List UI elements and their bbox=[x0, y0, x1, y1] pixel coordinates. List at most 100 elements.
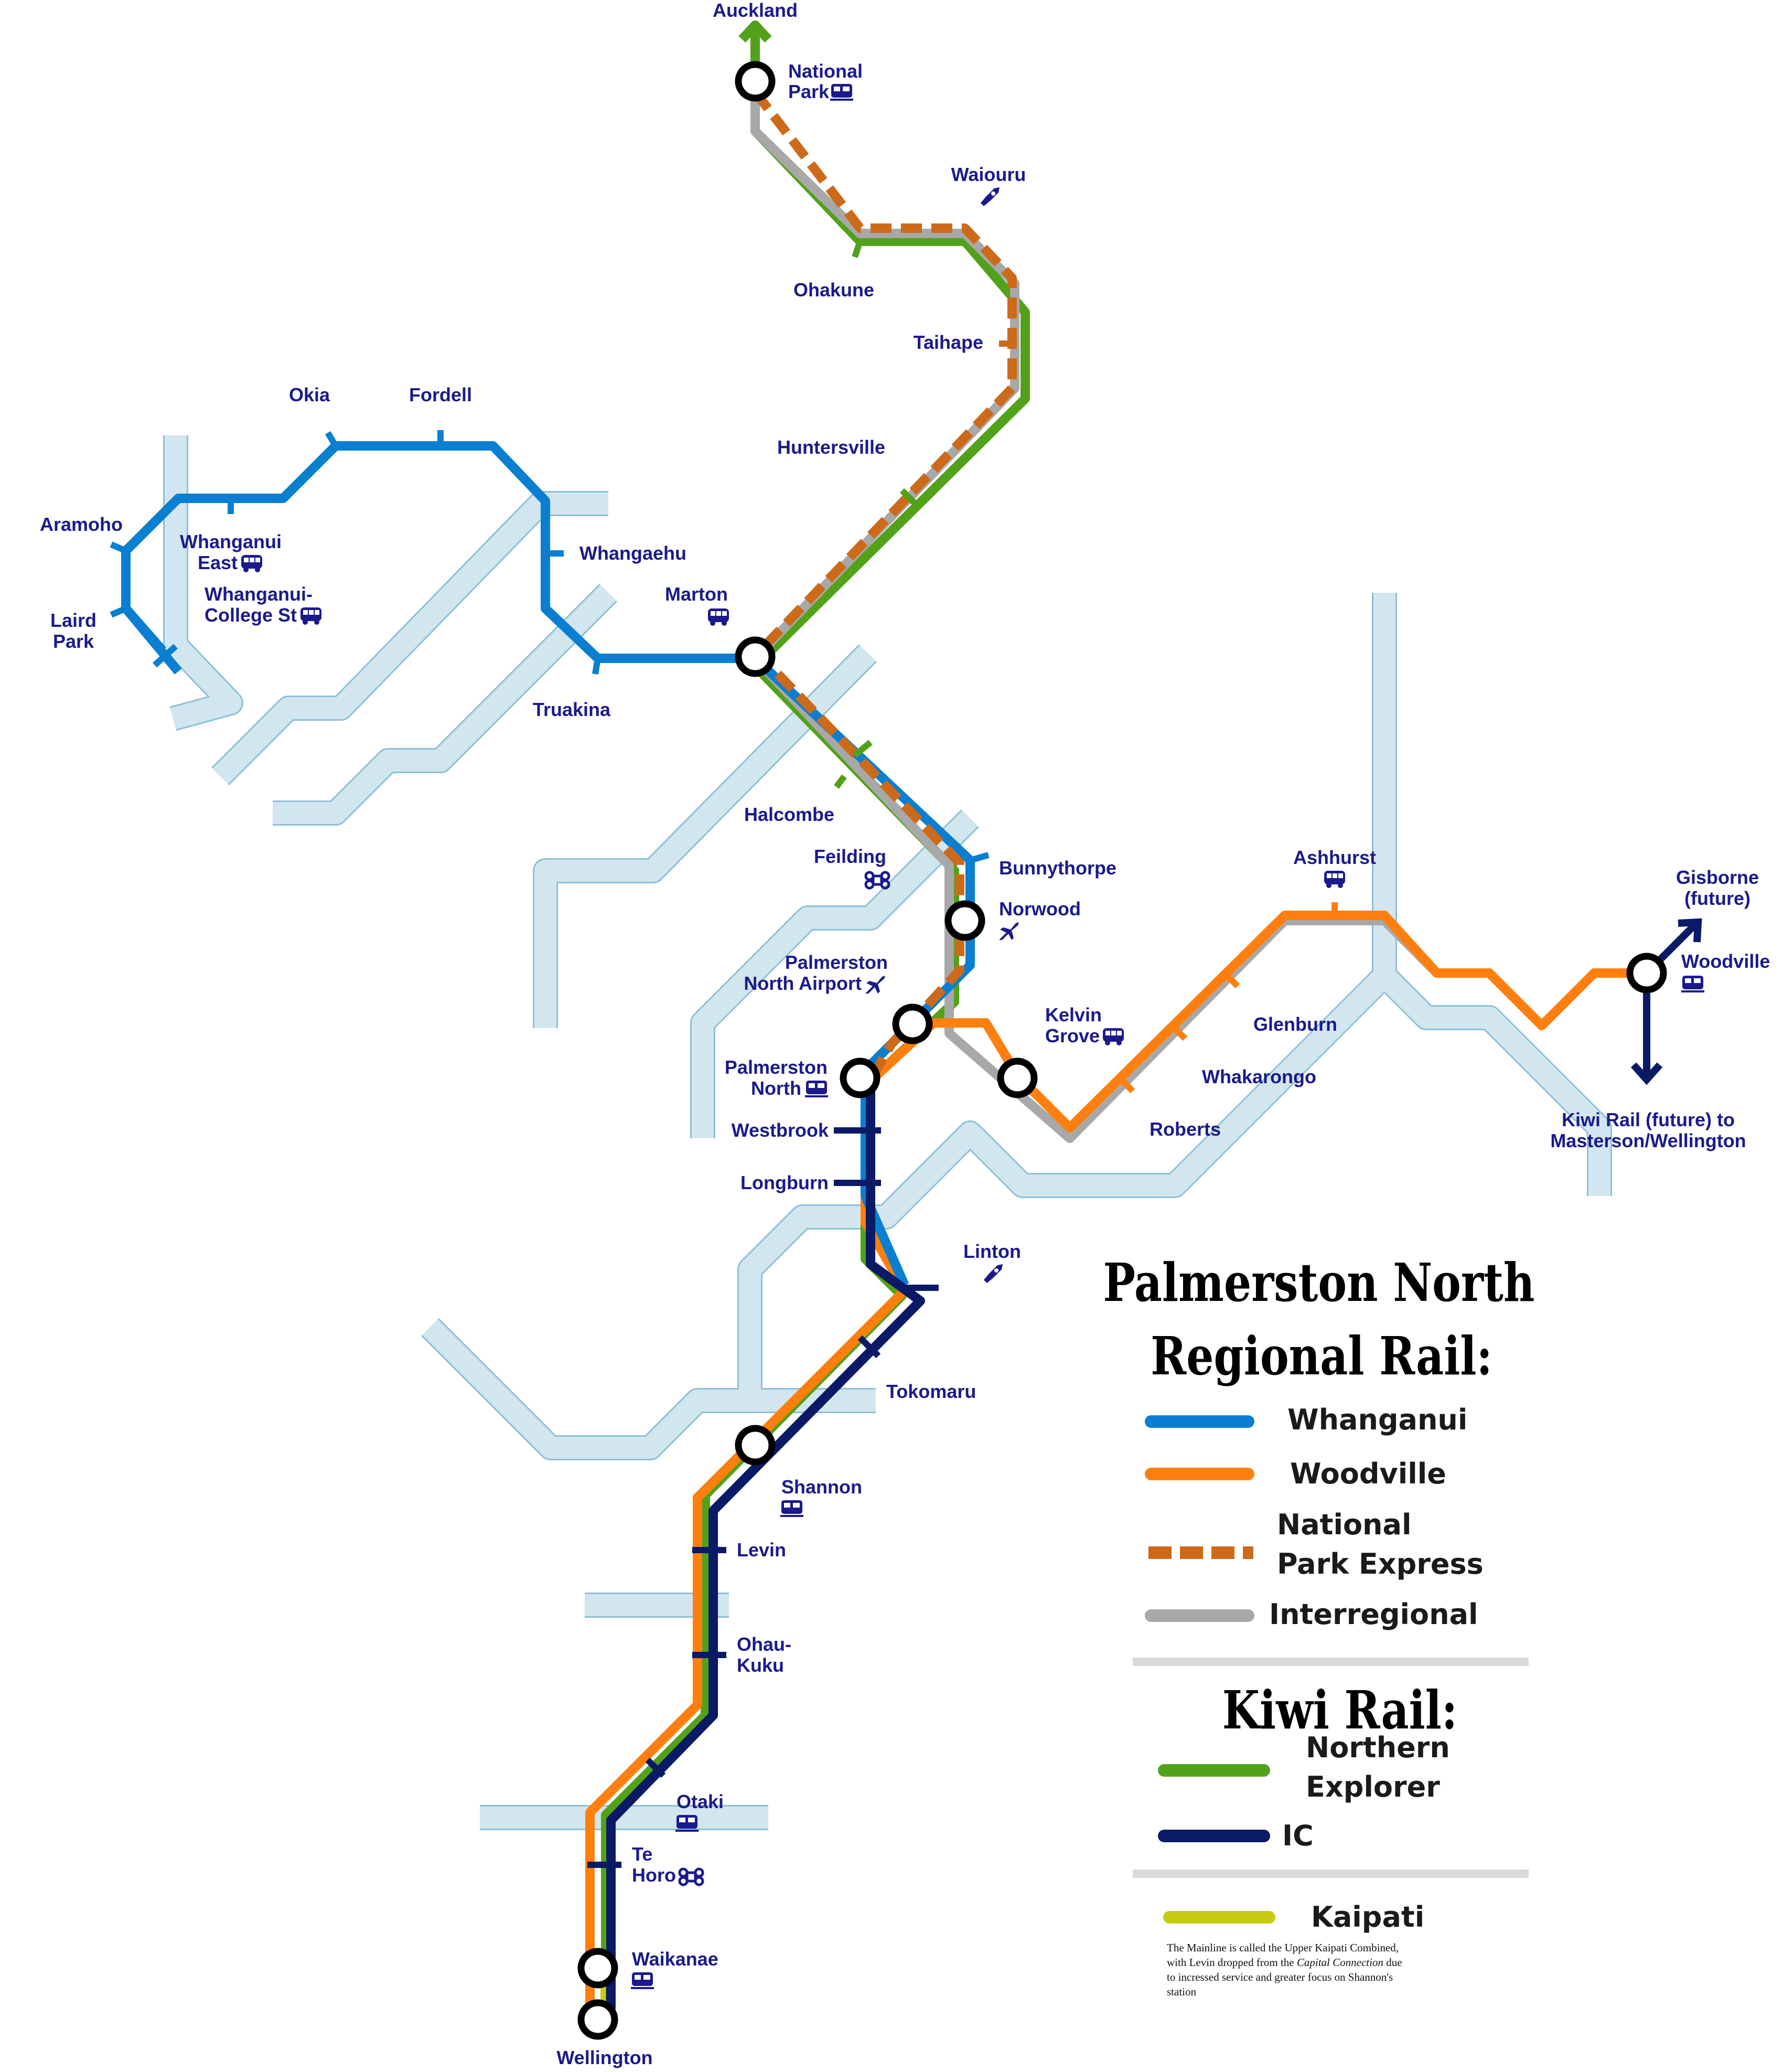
label-norwood: Norwood bbox=[999, 898, 1081, 920]
tick-glenburn bbox=[1225, 973, 1240, 989]
line-national-park-express[interactable] bbox=[751, 89, 1017, 1083]
station-kelvin-grove[interactable] bbox=[997, 1058, 1038, 1098]
bus-icon bbox=[300, 607, 321, 625]
legend-label-ne-1: Northern bbox=[1306, 1731, 1450, 1764]
line-whanganui-branch[interactable] bbox=[122, 605, 166, 654]
label-gisborne-2: (future) bbox=[1684, 888, 1750, 909]
legend-title-1: Palmerston North bbox=[1103, 1252, 1534, 1313]
line-northern-explorer[interactable] bbox=[601, 26, 1030, 2009]
arrow-gisborne-future[interactable] bbox=[1678, 918, 1702, 943]
label-feilding: Feilding bbox=[814, 846, 886, 867]
label-kiwirail-future-1: Kiwi Rail (future) to bbox=[1562, 1109, 1735, 1130]
legend-note-2c: due bbox=[1383, 1956, 1402, 1969]
airport-icon bbox=[865, 976, 885, 994]
arrow-auckland[interactable] bbox=[738, 20, 772, 43]
line-woodville[interactable] bbox=[585, 911, 1647, 2009]
label-whanganui-college-1: Whanganui- bbox=[205, 583, 313, 605]
rocket-icon bbox=[981, 187, 1000, 206]
legend-label-ne-2: Explorer bbox=[1306, 1770, 1440, 1803]
tick-tokomaru bbox=[857, 1335, 881, 1359]
station-national-park[interactable] bbox=[735, 61, 776, 102]
station-shannon[interactable] bbox=[735, 1425, 776, 1466]
bus-icon bbox=[1103, 1028, 1124, 1045]
label-huntersville: Huntersville bbox=[777, 436, 885, 458]
label-tokomaru: Tokomaru bbox=[886, 1381, 976, 1402]
line-ic[interactable] bbox=[606, 1086, 925, 2009]
station-wellington[interactable] bbox=[577, 1999, 618, 2040]
label-whanganui-college-2: College St bbox=[205, 604, 297, 626]
legend-label-kaipati: Kaipati bbox=[1311, 1900, 1424, 1934]
label-roberts: Roberts bbox=[1150, 1118, 1221, 1140]
label-laird-park-1: Laird bbox=[50, 610, 96, 631]
label-glenburn: Glenburn bbox=[1253, 1013, 1337, 1035]
label-levin: Levin bbox=[737, 1539, 786, 1561]
label-te-horo-1: Te bbox=[632, 1843, 652, 1865]
tick-okia bbox=[325, 431, 339, 448]
label-bunnythorpe: Bunnythorpe bbox=[999, 857, 1116, 879]
label-waikanae: Waikanae bbox=[632, 1948, 718, 1970]
station-pn-airport[interactable] bbox=[892, 1003, 933, 1044]
tick-otaki-area bbox=[645, 1757, 666, 1778]
tick-ohakune bbox=[852, 240, 863, 258]
bus-icon bbox=[708, 608, 729, 626]
label-woodville: Woodville bbox=[1681, 950, 1770, 972]
label-aramoho: Aramoho bbox=[40, 514, 123, 535]
label-halcombe: Halcombe bbox=[744, 804, 834, 825]
label-pn-airport-2: North Airport bbox=[744, 973, 862, 994]
label-waiouru: Waiouru bbox=[951, 164, 1026, 185]
station-waikanae[interactable] bbox=[577, 1948, 618, 1989]
label-truakina: Truakina bbox=[533, 699, 611, 720]
legend-note-2b: Capital Connection bbox=[1297, 1956, 1383, 1969]
label-laird-park-2: Park bbox=[53, 631, 94, 652]
label-linton: Linton bbox=[963, 1241, 1021, 1262]
legend-note-2a: with Levin dropped from the bbox=[1167, 1956, 1297, 1969]
tick-bunnythorpe bbox=[969, 852, 990, 863]
command-icon bbox=[680, 1869, 703, 1885]
legend-kiwi-title: Kiwi Rail: bbox=[1222, 1679, 1457, 1741]
bus-icon bbox=[1324, 871, 1345, 888]
legend-label-interregional: Interregional bbox=[1269, 1598, 1478, 1631]
label-national-park-1: National bbox=[788, 60, 863, 82]
label-kelvin-grove-2: Grove bbox=[1045, 1025, 1100, 1046]
legend-note-1: The Mainline is called the Upper Kaipati… bbox=[1167, 1941, 1399, 1954]
station-marton[interactable] bbox=[735, 636, 776, 677]
legend-note-3: to incressed service and greater focus o… bbox=[1167, 1971, 1393, 1983]
label-okia: Okia bbox=[289, 384, 330, 405]
tick-laird-park bbox=[110, 605, 127, 618]
tick-truakina bbox=[592, 658, 601, 675]
station-woodville[interactable] bbox=[1626, 953, 1667, 994]
bus-icon bbox=[241, 555, 262, 572]
label-fordell: Fordell bbox=[409, 384, 472, 405]
label-wellington: Wellington bbox=[556, 2047, 652, 2068]
label-kiwirail-future-2: Masterson/Wellington bbox=[1550, 1130, 1746, 1151]
label-whanganui-east-2: East bbox=[198, 552, 238, 573]
tick-whanganui-college bbox=[152, 644, 178, 668]
arrow-kiwirail-future[interactable] bbox=[1630, 1062, 1663, 1085]
legend-label-whanganui: Whanganui bbox=[1287, 1403, 1467, 1436]
label-whangaehu: Whangaehu bbox=[579, 542, 686, 564]
label-longburn: Longburn bbox=[740, 1172, 829, 1193]
label-pn-2: North bbox=[751, 1077, 801, 1099]
train-icon bbox=[631, 1972, 654, 1989]
station-palmerston-north[interactable] bbox=[840, 1058, 880, 1098]
tick-feilding bbox=[834, 774, 847, 789]
label-otaki: Otaki bbox=[676, 1791, 724, 1812]
tick-huntersville bbox=[899, 488, 918, 506]
label-taihape: Taihape bbox=[914, 332, 983, 353]
legend-note-2: with Levin dropped from the Capital Conn… bbox=[1167, 1956, 1402, 1969]
label-ohakune: Ohakune bbox=[793, 279, 874, 301]
station-norwood[interactable] bbox=[944, 900, 985, 941]
train-icon bbox=[1681, 976, 1704, 992]
train-icon bbox=[805, 1081, 828, 1097]
label-te-horo-2: Horo bbox=[632, 1864, 676, 1886]
label-auckland: Auckland bbox=[713, 0, 798, 21]
station-labels: Auckland National Park Waiouru Ohakune T… bbox=[40, 0, 1770, 2068]
label-kelvin-grove-1: Kelvin bbox=[1045, 1004, 1102, 1026]
legend-label-npe-2: Park Express bbox=[1277, 1547, 1484, 1580]
label-westbrook: Westbrook bbox=[732, 1119, 829, 1141]
label-pn-airport-1: Palmerston bbox=[785, 952, 888, 973]
label-ashhurst: Ashhurst bbox=[1293, 847, 1376, 868]
station-ticks bbox=[110, 240, 1338, 1868]
tick-whakarongo bbox=[1172, 1026, 1188, 1041]
